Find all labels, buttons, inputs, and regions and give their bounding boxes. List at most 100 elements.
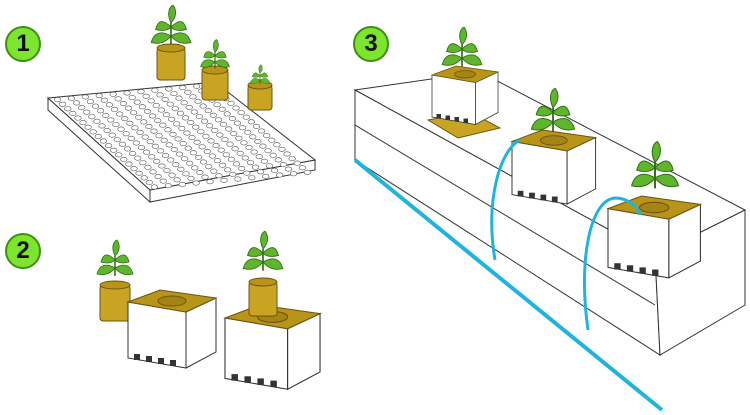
rockwool-block-empty (127, 289, 217, 369)
tray-cell (148, 113, 157, 119)
tray-cell (171, 106, 179, 112)
block-on-slab-2 (511, 129, 597, 205)
tray-cell (231, 146, 239, 152)
tray-cell (200, 118, 209, 124)
tray-cell (184, 145, 192, 151)
tray-cell (195, 114, 204, 120)
rockwool-block-with-plug (224, 304, 321, 390)
tray-cell (179, 85, 187, 91)
tray-cell (229, 171, 237, 177)
tray-cell (225, 126, 233, 132)
tray-cell (237, 110, 245, 116)
tray-cell (179, 141, 187, 147)
tray-cell (116, 111, 124, 117)
tray-cell (105, 102, 114, 108)
tray-cell (67, 95, 76, 101)
tray-cell (137, 89, 145, 95)
tray-cell (163, 168, 171, 174)
tray-cell (130, 166, 138, 172)
tray-cell (100, 97, 108, 103)
tray-cell (197, 129, 205, 135)
block-on-slab-3 (607, 195, 701, 279)
tray-cell (53, 97, 62, 103)
tray-cell (69, 110, 77, 116)
tray-cell (95, 93, 103, 99)
step-badge-3: 3 (353, 26, 389, 62)
tray-cell (252, 123, 261, 129)
tray-cell (263, 133, 271, 139)
tray-cell (89, 129, 97, 135)
tray-cell (186, 160, 194, 166)
tray-cell (260, 158, 268, 164)
tray-cell (141, 134, 149, 140)
tray-cell (227, 100, 235, 106)
tray-cell (273, 142, 281, 148)
tray-cell (178, 125, 186, 131)
tray-cell (153, 158, 161, 164)
tray-cell (196, 170, 204, 176)
tray-cell (142, 93, 150, 99)
tray-cell (283, 151, 291, 157)
tray-cell (165, 86, 173, 92)
tray-cell (91, 103, 100, 109)
tray-cell (152, 102, 160, 108)
tray-cell (135, 114, 143, 120)
tray-cell (166, 101, 174, 107)
tray-cell (119, 101, 127, 107)
tray-cell (192, 124, 200, 130)
tray-cell (279, 162, 287, 168)
tray-cell (240, 140, 248, 146)
tray-cell (146, 139, 154, 145)
tray-cell (98, 123, 106, 129)
tray-cell (226, 141, 234, 147)
tray-cell (145, 179, 153, 185)
tray-cell (202, 133, 210, 139)
plug-cylinder-large (150, 4, 192, 81)
tray-cell (164, 127, 172, 133)
tray-cell (233, 120, 242, 126)
tray-cell (238, 166, 246, 172)
tray-cell (198, 144, 206, 150)
tray-cell (140, 175, 148, 181)
tray-cell (188, 135, 196, 141)
tray-cell (213, 158, 222, 164)
tray-cell (81, 94, 89, 100)
tray-cell (142, 149, 151, 155)
tray-cell (165, 142, 173, 148)
tray-cell (298, 165, 306, 171)
tray-cell (177, 166, 185, 172)
tray-cell (109, 91, 117, 97)
tray-cell (129, 110, 138, 116)
tray-cell (113, 137, 121, 143)
tray-cell (159, 178, 167, 184)
tray-cell (227, 156, 236, 162)
tray-cell (254, 139, 262, 145)
tray-cell (175, 95, 183, 101)
tray-cell (114, 96, 122, 102)
tray-cell (265, 163, 274, 169)
tray-cell (250, 149, 258, 155)
tray-cell (127, 135, 135, 141)
tray-cell (199, 159, 208, 165)
tray-cell (183, 130, 191, 136)
tray-cell (110, 147, 118, 153)
tray-cell (174, 136, 182, 142)
drip-tube-2 (582, 196, 642, 331)
tray-cell (115, 152, 123, 158)
tray-cell (182, 171, 190, 177)
tray-cell (93, 118, 101, 124)
tray-cell (162, 112, 171, 118)
tray-cell (173, 177, 181, 183)
tray-cell (276, 172, 284, 178)
tray-cell (205, 164, 213, 170)
tray-cell (155, 133, 163, 139)
tray-cell (224, 167, 232, 173)
tray-cell (204, 108, 212, 114)
tray-cell (131, 125, 139, 131)
tray-cell (247, 119, 255, 125)
tray-cell (180, 100, 188, 106)
tray-cell (184, 89, 192, 95)
tray-cell (219, 121, 228, 127)
tray-cell (140, 119, 148, 125)
